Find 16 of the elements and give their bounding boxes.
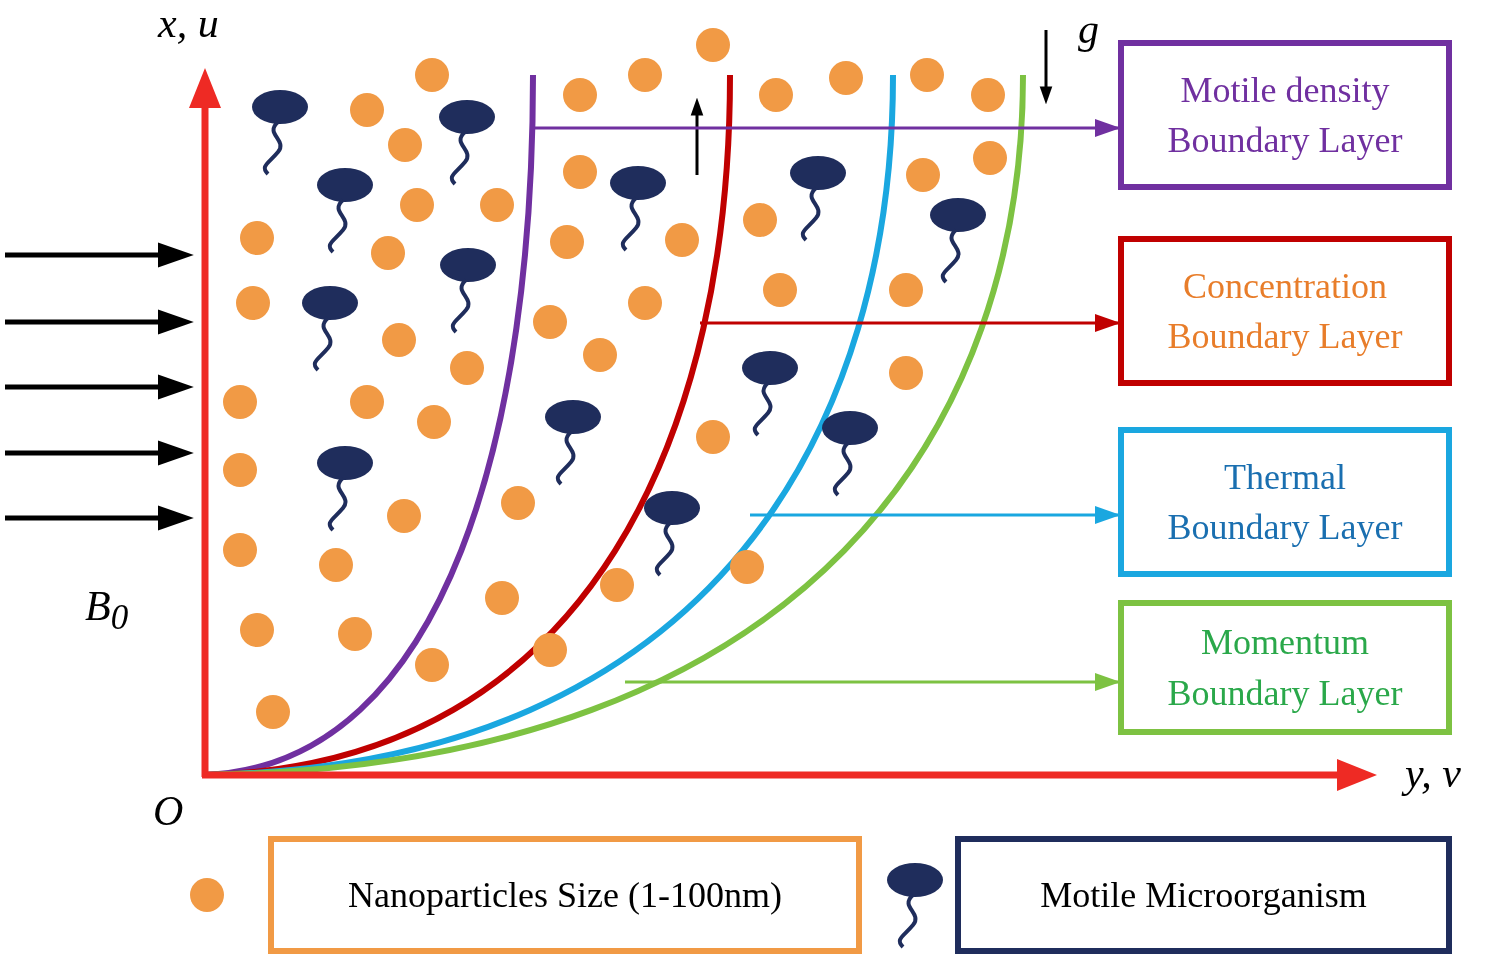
box-text: Concentration Boundary Layer xyxy=(1166,264,1404,358)
box-text: Motile density Boundary Layer xyxy=(1166,68,1404,162)
label-box xyxy=(268,836,862,954)
label-box xyxy=(1118,427,1452,577)
box-text: Thermal Boundary Layer xyxy=(1166,455,1404,549)
label-box xyxy=(955,836,1452,954)
label-box xyxy=(1118,236,1452,386)
box-text: Nanoparticles Size (1-100nm) xyxy=(348,873,782,917)
label-box xyxy=(1118,40,1452,190)
axis-label: x, u xyxy=(158,2,219,44)
axis-label: O xyxy=(153,790,184,832)
axis-label: B$_{0}$ xyxy=(85,585,129,636)
box-text: Motile Microorganism xyxy=(1040,873,1367,917)
box-text: Momentum Boundary Layer xyxy=(1166,621,1404,715)
axis-label: g xyxy=(1078,8,1099,50)
label-box xyxy=(1118,600,1452,735)
